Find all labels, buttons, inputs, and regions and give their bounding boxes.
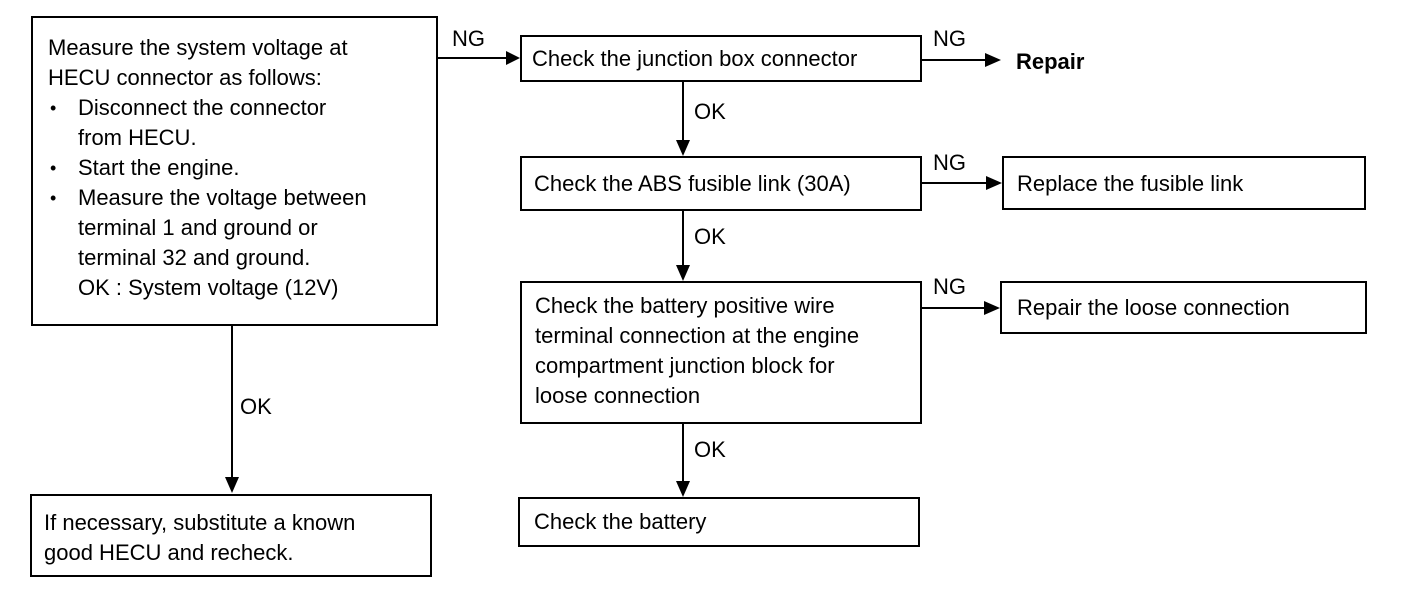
step-line: Measure the voltage between (78, 185, 367, 210)
repair-loose-label: Repair the loose connection (1017, 295, 1290, 320)
battery-wire-line: Check the battery positive wire (535, 293, 835, 318)
substitute-line: If necessary, substitute a known (44, 510, 356, 535)
substitute-line: good HECU and recheck. (44, 540, 294, 565)
step-measure-voltage: Measure the voltage between terminal 1 a… (48, 183, 426, 303)
arrowhead (986, 176, 1002, 190)
edge-label-ng: NG (933, 274, 966, 299)
edge-label-ok: OK (694, 224, 726, 249)
fusible-label: Check the ABS fusible link (30A) (534, 171, 851, 196)
edge-label-ok: OK (240, 394, 272, 419)
arrowhead (676, 140, 690, 156)
arrowhead (506, 51, 520, 65)
edge-label-ng: NG (933, 150, 966, 175)
substitute-hecu-box: If necessary, substitute a known good HE… (30, 494, 432, 577)
step-line: from HECU. (78, 125, 197, 150)
step-start-engine: Start the engine. (48, 153, 426, 183)
repair-result: Repair (1016, 49, 1085, 74)
step-line: Disconnect the connector (78, 95, 327, 120)
battery-wire-line: terminal connection at the engine (535, 323, 860, 348)
battery-wire-line: loose connection (535, 383, 701, 408)
step-line: OK : System voltage (12V) (78, 275, 339, 300)
step-line: Start the engine. (78, 155, 240, 180)
check-battery-box: Check the battery (518, 497, 920, 547)
measure-voltage-box: Measure the system voltage at HECU conne… (31, 16, 438, 326)
battery-wire-line: compartment junction block for (535, 353, 835, 378)
repair-loose-connection-box: Repair the loose connection (1000, 281, 1367, 334)
edge-label-ok: OK (694, 99, 726, 124)
check-battery-label: Check the battery (534, 509, 707, 534)
arrowhead (984, 301, 1000, 315)
step-line: terminal 1 and ground or (78, 215, 318, 240)
replace-fuse-label: Replace the fusible link (1017, 171, 1244, 196)
step-disconnect: Disconnect the connector from HECU. (48, 93, 426, 153)
measure-intro-line: HECU connector as follows: (48, 65, 322, 90)
arrowhead (676, 481, 690, 497)
arrowhead (225, 477, 239, 493)
measure-steps-list: Disconnect the connector from HECU. Star… (48, 93, 426, 303)
measure-intro: Measure the system voltage at HECU conne… (48, 33, 426, 93)
replace-fusible-link-box: Replace the fusible link (1002, 156, 1366, 210)
arrowhead (676, 265, 690, 281)
junction-label: Check the junction box connector (532, 46, 858, 71)
step-line: terminal 32 and ground. (78, 245, 311, 270)
check-junction-box: Check the junction box connector (520, 35, 922, 82)
check-battery-wire-box: Check the battery positive wire terminal… (520, 281, 922, 424)
edge-label-ng: NG (933, 26, 966, 51)
edge-label-ok: OK (694, 437, 726, 462)
arrowhead (985, 53, 1001, 67)
check-fusible-link-box: Check the ABS fusible link (30A) (520, 156, 922, 211)
measure-intro-line: Measure the system voltage at (48, 35, 348, 60)
edge-label-ng: NG (452, 26, 485, 51)
